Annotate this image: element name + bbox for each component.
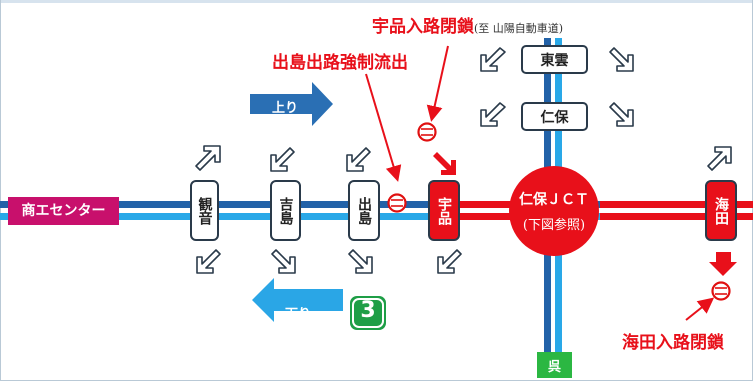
dejima-south-ramp-arrow xyxy=(348,249,373,274)
ujina-closure-subtext: (至 山陽自動車道) xyxy=(474,22,564,35)
route-number: 3 xyxy=(360,298,376,323)
expressway-red-section-inbound xyxy=(455,213,555,220)
niho-jct-circle xyxy=(509,166,599,256)
shoko-center-label: 商エセンター xyxy=(21,203,106,219)
jct-label: 仁保ＪＣＴ xyxy=(519,192,589,208)
kure-exit-label: 呉 xyxy=(547,359,561,375)
dejima-ic-box: 出島 xyxy=(348,180,380,241)
kanon-north-ramp-arrow xyxy=(195,145,221,171)
expressway-red-section-east-outbound xyxy=(600,201,753,208)
jct-note: (下図参照) xyxy=(522,218,586,233)
niho-left-ramp-arrow xyxy=(480,102,506,127)
ujina-entry-red-arrow xyxy=(433,152,456,175)
niho-ramp-box: 仁保 xyxy=(521,102,588,131)
yoshijima-north-ramp-arrow xyxy=(270,147,295,172)
kaita-entry-red-arrow xyxy=(709,252,737,276)
ujina-closure-text: 宇品入路閉鎖 xyxy=(372,17,474,37)
expressway-red-section-east-inbound xyxy=(600,213,753,220)
no-entry-sign-dejima xyxy=(387,193,407,213)
toun-ramp-box: 東雲 xyxy=(521,45,588,74)
route-3-shield xyxy=(348,294,388,332)
ujina-ic-box: 宇品 xyxy=(428,180,460,241)
top-border xyxy=(0,0,753,3)
kanon-ic-box: 観音 xyxy=(190,180,219,241)
no-entry-sign-kaita xyxy=(711,281,731,301)
dejima-exit-title: 出島出路強制流出 xyxy=(272,53,408,73)
direction-down-label: 下り xyxy=(285,307,312,322)
no-entry-sign-ujina xyxy=(417,122,437,142)
niho-right-ramp-arrow xyxy=(609,102,634,127)
kaita-ic-box: 海田 xyxy=(705,180,737,241)
shoko-center-box: 商エセンター xyxy=(8,197,119,225)
yoshijima-ic-label: 吉島 xyxy=(277,196,294,225)
toun-ramp-label: 東雲 xyxy=(540,52,569,69)
dejima-north-ramp-arrow xyxy=(346,147,371,172)
kaita-closure-callout-line xyxy=(685,297,715,321)
kure-exit-box: 呉 xyxy=(537,352,572,378)
kaita-north-ramp-arrow xyxy=(707,146,732,171)
ujina-south-ramp-arrow xyxy=(437,249,462,274)
ujina-closure-callout-line xyxy=(426,45,449,122)
yoshijima-ic-box: 吉島 xyxy=(270,180,301,241)
up-direction-arrow xyxy=(250,82,333,126)
kaita-ic-label: 海田 xyxy=(713,196,729,225)
expressway-red-section-outbound xyxy=(455,201,555,208)
kanon-south-ramp-arrow xyxy=(196,249,221,274)
kanon-ic-label: 観音 xyxy=(196,196,213,225)
dejima-exit-callout-line xyxy=(365,73,402,182)
ujina-ic-label: 宇品 xyxy=(436,196,452,225)
toun-right-ramp-arrow xyxy=(609,47,634,72)
dejima-ic-label: 出島 xyxy=(356,196,372,225)
yoshijima-south-ramp-arrow xyxy=(271,249,296,274)
ujina-closure-title: 宇品入路閉鎖(至 山陽自動車道) xyxy=(372,12,563,37)
direction-up-label: 上り xyxy=(272,101,299,116)
kaita-closure-title: 海田入路閉鎖 xyxy=(622,333,724,353)
niho-ramp-label: 仁保 xyxy=(540,109,569,126)
down-direction-arrow xyxy=(252,278,343,322)
toun-left-ramp-arrow xyxy=(480,47,506,72)
